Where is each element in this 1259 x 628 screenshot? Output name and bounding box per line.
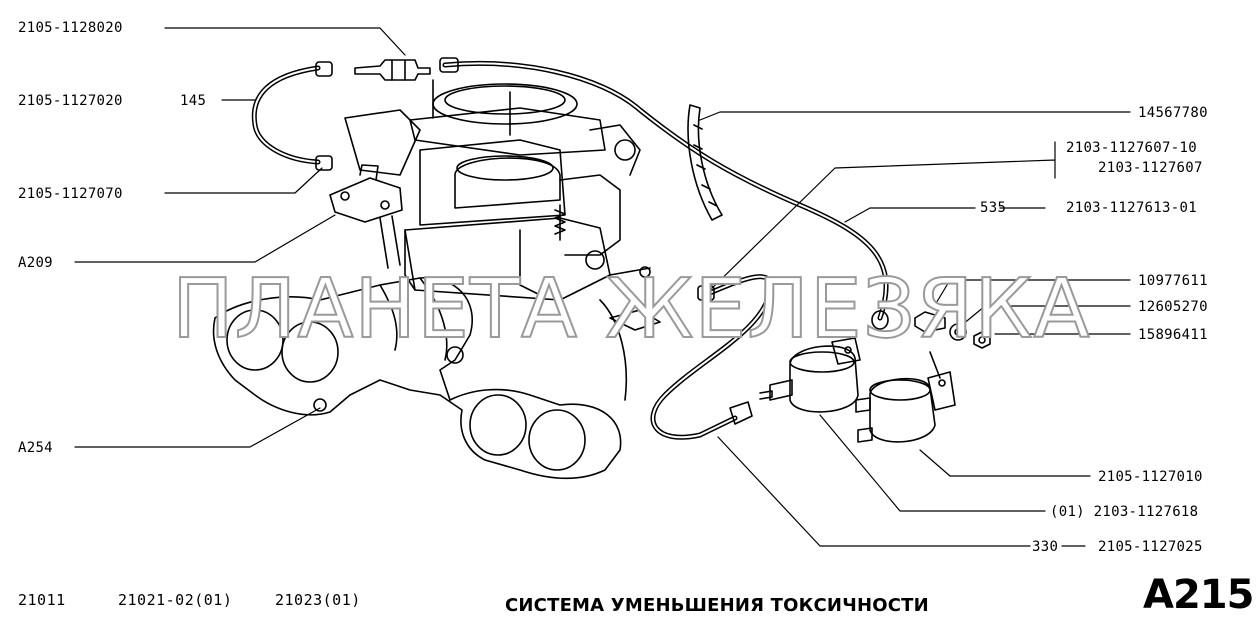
carburettor <box>404 79 651 301</box>
hose-330 <box>609 274 773 440</box>
model-21011: 21011 <box>18 591 66 609</box>
label-2105-1127070: 2105-1127070 <box>18 186 123 202</box>
label-a209: A209 <box>18 255 53 271</box>
hose-145 <box>251 61 333 171</box>
label-2105-1128020: 2105-1128020 <box>18 20 123 36</box>
label-a254: A254 <box>18 440 53 456</box>
label-330: 330 <box>1032 539 1059 555</box>
model-21021-02: 21021-02(01) <box>118 591 233 609</box>
label-14567780: 14567780 <box>1138 105 1208 121</box>
label-2103-1127607: 2103-1127607 <box>1098 160 1203 176</box>
valve-1127618 <box>759 337 861 413</box>
leader-lines <box>74 27 1131 547</box>
label-2105-1127010: 2105-1127010 <box>1098 469 1203 485</box>
label-2105-1127020: 2105-1127020 <box>18 93 123 109</box>
model-21023: 21023(01) <box>275 591 361 609</box>
label-2103-1127607-10: 2103-1127607-10 <box>1066 140 1197 156</box>
watermark: ПЛАНЕТА ЖЕЛЕЗЯКА <box>171 261 1091 358</box>
diagram-title: СИСТЕМА УМЕНЬШЕНИЯ ТОКСИЧНОСТИ <box>505 595 929 616</box>
intake-manifold <box>212 277 628 480</box>
label-2105-1127025: 2105-1127025 <box>1098 539 1203 555</box>
bolt-washer-nut <box>914 311 991 379</box>
label-15896411: 15896411 <box>1138 327 1208 343</box>
label-10977611: 10977611 <box>1138 273 1208 289</box>
valve-a209 <box>329 109 421 269</box>
tee-fitting <box>354 59 431 81</box>
label-535: 535 <box>980 200 1007 216</box>
label-12605270: 12605270 <box>1138 299 1208 315</box>
hose-clip <box>687 104 723 221</box>
label-2103-1127613-01: 2103-1127613-01 <box>1066 200 1197 216</box>
label-145: 145 <box>180 93 207 109</box>
hose-535 <box>439 57 889 330</box>
label-01-2103-1127618: (01) 2103-1127618 <box>1050 504 1199 520</box>
diagram-code: A215 <box>1143 572 1254 618</box>
valve-1127010 <box>855 371 956 443</box>
